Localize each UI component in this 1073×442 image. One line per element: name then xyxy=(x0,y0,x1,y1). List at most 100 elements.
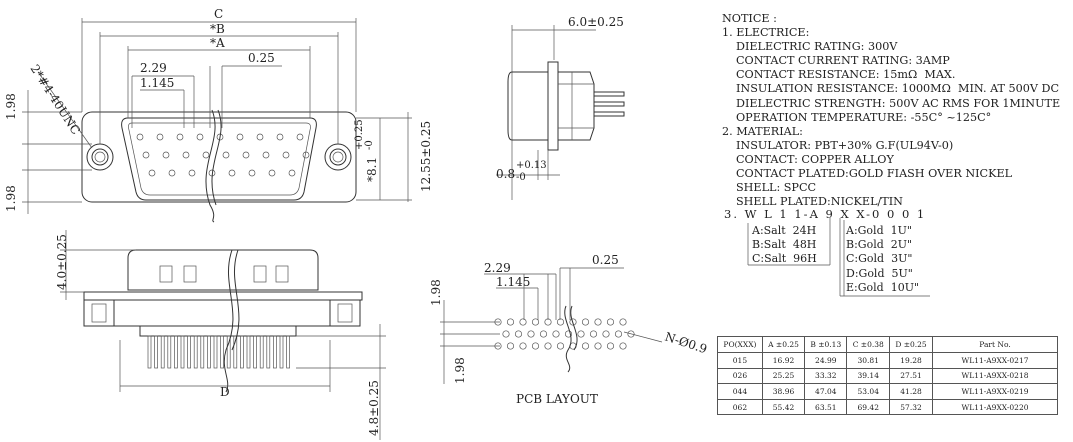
pcb-hole xyxy=(606,342,615,350)
dim-8-1-tol-down: -0 xyxy=(364,140,375,150)
notice-line: SHELL PLATED:NICKEL/TIN xyxy=(736,195,903,209)
table-row: 062 55.42 63.51 69.42 57.32 WL11-A9XX-02… xyxy=(717,398,1058,416)
table-cell: 25.25 xyxy=(761,367,806,385)
dim-1-98-bottom: 1.98 xyxy=(4,185,18,212)
pin-hole xyxy=(196,133,204,141)
table-row: 026 25.25 33.32 39.14 27.51 WL11-A9XX-02… xyxy=(717,367,1058,385)
pin-hole xyxy=(302,151,310,159)
code-brackets xyxy=(747,218,930,297)
table-cell: 19.28 xyxy=(889,352,933,369)
dim-c: C xyxy=(214,7,223,21)
table-cell: 33.32 xyxy=(804,367,848,385)
bottom-pin-row xyxy=(147,335,290,369)
table-cell: 27.51 xyxy=(889,367,933,385)
notice-line: 2. MATERIAL: xyxy=(722,124,803,138)
pcb-hole xyxy=(602,330,610,338)
pcb-hole xyxy=(594,342,602,350)
col-header: D ±0.25 xyxy=(889,336,933,353)
gold-options: A:Gold 1U" B:Gold 2U" C:Gold 3U" D:Gold … xyxy=(846,224,919,295)
pcb-hole xyxy=(519,318,527,326)
notice-line: SHELL: SPCC xyxy=(736,181,817,195)
gold-option: B:Gold 2U" xyxy=(846,238,913,252)
pcb-hole xyxy=(502,330,510,338)
pin-hole xyxy=(142,151,150,159)
pcb-hole xyxy=(577,330,585,338)
dim-0-8-tol-up: +0.13 xyxy=(516,160,547,171)
col-header: A ±0.25 xyxy=(761,336,806,353)
pin-leg xyxy=(187,335,191,369)
pcb-hole xyxy=(627,330,635,338)
table-cell: WL11-A9XX-0220 xyxy=(932,398,1058,416)
notice-block: NOTICE :1. ELECTRICE:DIELECTRIC RATING: … xyxy=(720,12,1065,209)
pcb-hole xyxy=(619,342,627,350)
pin-hole xyxy=(216,133,224,141)
pcb-dim-1-98-top: 1.98 xyxy=(429,279,443,306)
side-body xyxy=(507,71,549,141)
notice-line: CONTACT: COPPER ALLOY xyxy=(736,152,894,166)
pin-hole xyxy=(248,169,256,177)
pcb-hole xyxy=(519,342,527,350)
dim-8-1-tol-up: +0.25 xyxy=(354,119,365,150)
pcb-hole-grid xyxy=(494,318,635,350)
notice-line: CONTACT PLATED:GOLD FIASH OVER NICKEL xyxy=(736,167,1013,181)
notice-line: INSULATOR: PBT+30% G.F(UL94V-0) xyxy=(736,138,954,152)
gold-option: E:Gold 10U" xyxy=(846,280,920,294)
pcb-hole xyxy=(594,318,602,326)
pin-leg xyxy=(286,335,290,369)
pcb-hole xyxy=(506,318,515,326)
table-row: 015 16.92 24.99 30.81 19.28 WL11-A9XX-02… xyxy=(717,352,1058,369)
dim-0-8-tol-down: -0 xyxy=(516,172,526,183)
pin-hole xyxy=(268,169,276,177)
table-cell: 47.04 xyxy=(804,383,848,400)
notice-line: DIELECTRIC RATING: 300V xyxy=(736,40,898,54)
side-flange xyxy=(547,61,559,151)
thread-label: 2*#4-40UNC xyxy=(27,62,83,137)
part-number-table: PO(XXX) A ±0.25 B ±0.13 C ±0.38 D ±0.25 … xyxy=(717,336,1058,416)
pin-hole xyxy=(136,133,144,141)
bottom-rear-body xyxy=(113,299,331,327)
table-cell: WL11-A9XX-0219 xyxy=(932,383,1058,400)
pin-hole xyxy=(236,133,244,141)
notice-line: OPERATION TEMPERATURE: -55C° ~125C° xyxy=(736,110,992,124)
pin-leg xyxy=(240,335,244,369)
dim-4-8: 4.8±0.25 xyxy=(367,380,381,436)
pin-hole xyxy=(168,169,176,177)
col-header: B ±0.13 xyxy=(804,336,848,353)
side-view: 6.0±0.25 0.8 +0.13 -0 xyxy=(496,15,625,200)
pin-hole xyxy=(282,151,290,159)
pin-hole xyxy=(296,133,304,141)
notice-line: DIELECTRIC STRENGTH: 500V AC RMS FOR 1MI… xyxy=(736,96,1061,110)
pin-leg xyxy=(193,335,198,369)
salt-option: A:Salt 24H xyxy=(752,224,817,237)
pin-hole xyxy=(202,151,210,159)
pin-hole xyxy=(288,169,296,177)
pcb-hole xyxy=(619,318,627,326)
mount-hole-right xyxy=(324,143,352,171)
pcb-hole xyxy=(581,342,590,350)
pin-leg xyxy=(154,335,158,369)
pin-hole xyxy=(222,151,230,159)
pin-hole xyxy=(156,133,164,141)
pin-leg xyxy=(273,335,277,369)
pin-hole xyxy=(228,169,236,177)
pin-leg xyxy=(147,335,152,369)
pin-leg xyxy=(200,335,205,369)
pin-leg xyxy=(259,335,264,369)
pcb-hole xyxy=(514,330,523,338)
front-view: C *B *A 2.29 1.145 0.25 1.98 1.98 2*#4-4… xyxy=(4,7,433,223)
pin-leg xyxy=(233,335,238,369)
bottom-d-body xyxy=(127,249,319,291)
pin-hole xyxy=(242,151,250,159)
side-rear-shell xyxy=(557,71,595,141)
pin-hole xyxy=(148,169,156,177)
pcb-hole xyxy=(531,342,540,350)
dim-2-29: 2.29 xyxy=(140,61,167,75)
pin-leg xyxy=(174,335,178,369)
bottom-flange xyxy=(83,291,363,301)
pcb-dim-2-29: 2.29 xyxy=(484,261,511,275)
gold-option: D:Gold 5U" xyxy=(846,266,913,280)
dim-1-98-top: 1.98 xyxy=(4,93,18,120)
col-header: Part No. xyxy=(932,336,1058,353)
notice-line: CONTACT CURRENT RATING: 3AMP xyxy=(736,54,950,68)
table-cell: 53.04 xyxy=(846,383,891,400)
